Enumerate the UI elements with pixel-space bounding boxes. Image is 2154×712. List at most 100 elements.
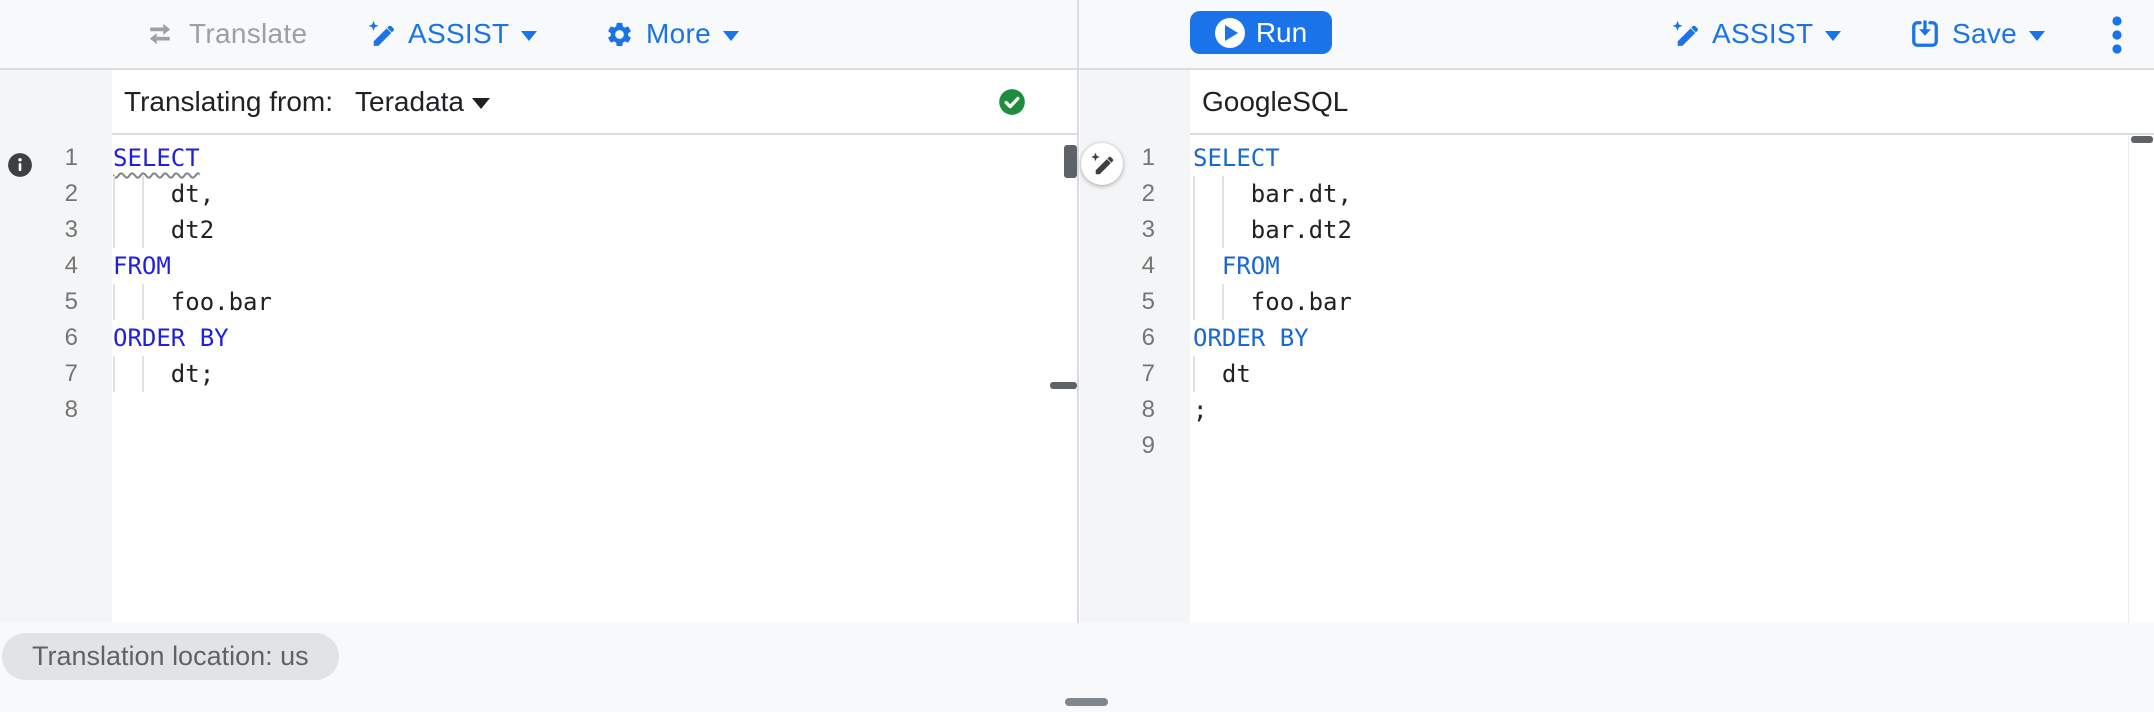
resize-drag-handle[interactable] <box>1065 698 1108 706</box>
code-text: ; <box>1193 396 1208 424</box>
code-line[interactable] <box>112 392 1078 428</box>
play-icon <box>1214 17 1245 48</box>
indent-guide <box>1193 212 1195 248</box>
code-row: 8; <box>1080 392 2154 428</box>
indent-guide <box>1193 248 1195 284</box>
target-subheader-bg <box>1190 70 2154 133</box>
magic-pen-icon <box>366 19 396 49</box>
code-line[interactable]: ; <box>1190 392 2154 428</box>
indent-guide <box>113 356 115 392</box>
translate-button[interactable]: Translate <box>143 0 307 68</box>
target-scrollbar-thumb[interactable] <box>2131 136 2153 143</box>
gear-icon <box>605 20 634 49</box>
indent-guide <box>1193 356 1195 392</box>
indent-guide <box>113 212 115 248</box>
code-line[interactable]: bar.dt2 <box>1190 212 2154 248</box>
code-text: foo.bar <box>1193 288 1352 316</box>
save-label: Save <box>1952 18 2018 49</box>
code-row: 3 bar.dt2 <box>1080 212 2154 248</box>
kebab-menu-icon[interactable] <box>2102 14 2132 58</box>
indent-guide <box>113 176 115 212</box>
line-number: 6 <box>1141 324 1155 351</box>
indent-guide <box>141 356 144 392</box>
assist-label-right: ASSIST <box>1712 18 1814 49</box>
chevron-down-icon <box>472 98 490 109</box>
target-scrollbar-track <box>2128 135 2129 623</box>
code-line[interactable]: ORDER BY <box>1190 320 2154 356</box>
code-row: 7 dt; <box>0 356 1078 392</box>
code-line[interactable]: FROM <box>1190 248 2154 284</box>
code-row: 6 ORDER BY <box>1080 320 2154 356</box>
code-row: 4 FROM <box>0 248 1078 284</box>
code-line[interactable]: FROM <box>112 248 1078 284</box>
code-row: 2 dt, <box>0 176 1078 212</box>
magic-pen-icon <box>1670 19 1700 49</box>
assist-button-left[interactable]: ASSIST <box>366 0 538 68</box>
run-button[interactable]: Run <box>1190 11 1332 54</box>
line-number: 4 <box>64 252 78 279</box>
line-number: 7 <box>64 360 78 387</box>
code-line[interactable] <box>1190 428 2154 464</box>
code-line[interactable]: foo.bar <box>1190 284 2154 320</box>
translate-label: Translate <box>189 18 308 49</box>
source-dialect-select[interactable]: Teradata <box>355 86 490 118</box>
code-text: bar.dt2 <box>1193 216 1352 244</box>
code-line[interactable]: dt; <box>112 356 1078 392</box>
code-line[interactable]: dt2 <box>112 212 1078 248</box>
chevron-down-icon <box>2029 31 2046 41</box>
code-row: 3 dt2 <box>0 212 1078 248</box>
indent-guide <box>113 284 115 320</box>
target-dialect-label: GoogleSQL <box>1202 85 1349 117</box>
more-button[interactable]: More <box>605 0 739 68</box>
line-number: 2 <box>1141 180 1155 207</box>
code-text: ORDER BY <box>1193 324 1309 352</box>
code-line[interactable]: dt, <box>112 176 1078 212</box>
code-line[interactable]: ORDER BY <box>112 320 1078 356</box>
code-text: dt; <box>113 360 215 388</box>
assist-button-right[interactable]: ASSIST <box>1670 0 1842 68</box>
source-horizontal-scrollbar-thumb[interactable] <box>1050 382 1077 389</box>
line-number: 5 <box>64 288 78 315</box>
line-number: 8 <box>1141 396 1155 423</box>
target-code-bg <box>1190 135 2154 623</box>
line-number: 4 <box>1141 252 1155 279</box>
code-line[interactable]: dt <box>1190 356 2154 392</box>
code-row: 5 foo.bar <box>0 284 1078 320</box>
source-vertical-scrollbar-thumb[interactable] <box>1064 145 1077 178</box>
code-text: bar.dt, <box>1193 180 1352 208</box>
code-row: 4 FROM <box>1080 248 2154 284</box>
panel-divider[interactable] <box>1077 0 1079 623</box>
line-number: 3 <box>64 216 78 243</box>
line-number: 7 <box>1141 360 1155 387</box>
indent-guide <box>141 284 144 320</box>
assist-magic-pen-button[interactable] <box>1081 143 1123 185</box>
source-subheader-divider <box>112 133 1078 135</box>
swap-arrows-icon <box>143 21 177 47</box>
code-line[interactable]: SELECT <box>1190 140 2154 176</box>
code-line[interactable]: foo.bar <box>112 284 1078 320</box>
code-text: FROM <box>1221 252 1280 280</box>
code-text: ORDER BY <box>113 324 229 352</box>
info-icon[interactable] <box>7 152 33 178</box>
line-number: 2 <box>64 180 78 207</box>
code-text: SELECT <box>113 144 200 172</box>
code-text: foo.bar <box>113 288 272 316</box>
line-number: 1 <box>1141 144 1155 171</box>
assist-label-left: ASSIST <box>408 18 510 49</box>
translating-from-row: Translating from: Teradata <box>124 70 490 133</box>
code-row: 9 <box>1080 428 2154 464</box>
line-number: 8 <box>64 396 78 423</box>
chevron-down-icon <box>1825 31 1842 41</box>
code-row: 1 SELECT <box>1080 140 2154 176</box>
code-row: 7 dt <box>1080 356 2154 392</box>
save-button[interactable]: Save <box>1910 0 2046 68</box>
chevron-down-icon <box>723 31 739 41</box>
code-line[interactable]: bar.dt, <box>1190 176 2154 212</box>
translation-location-chip: Translation location: us <box>2 633 339 680</box>
code-text: dt, <box>113 180 215 208</box>
save-icon <box>1910 19 1940 49</box>
code-line[interactable]: SELECT <box>112 140 1078 176</box>
